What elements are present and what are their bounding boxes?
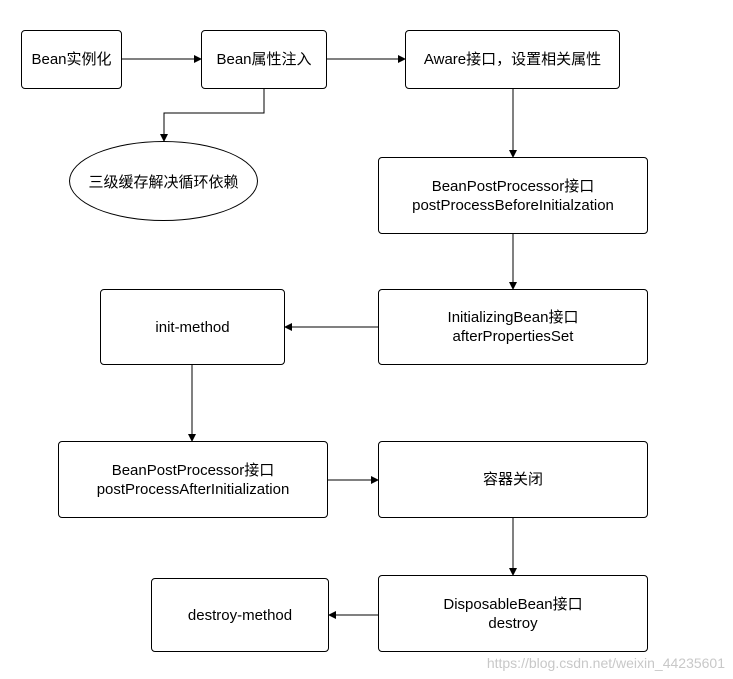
node-bpp-after: BeanPostProcessor接口 postProcessAfterInit… [58, 441, 328, 518]
node-label: init-method [155, 318, 230, 336]
node-destroy-method: destroy-method [151, 578, 329, 652]
node-label-line2: afterPropertiesSet [452, 328, 574, 345]
node-container-close: 容器关闭 [378, 441, 648, 518]
node-label-line1: InitializingBean接口 [447, 309, 579, 326]
node-bean-property-inject: Bean属性注入 [201, 30, 327, 89]
arrow-inject-to-cache [160, 89, 265, 142]
node-initializing-bean: InitializingBean接口 afterPropertiesSet [378, 289, 648, 365]
node-label-line1: BeanPostProcessor接口 [111, 461, 275, 479]
node-label: 三级缓存解决循环依赖 [88, 173, 239, 191]
node-disposable-bean: DisposableBean接口 destroy [378, 575, 648, 652]
node-label-line2: postProcessBeforeInitialzation [412, 196, 614, 214]
node-aware: Aware接口，设置相关属性 [405, 30, 620, 89]
node-label: 容器关闭 [482, 471, 543, 488]
node-init-method: init-method [100, 289, 285, 365]
node-label: Bean实例化 [31, 51, 112, 68]
node-label-line1: DisposableBean接口 [443, 595, 583, 613]
node-three-level-cache: 三级缓存解决循环依赖 [69, 141, 258, 221]
node-label: destroy-method [187, 606, 293, 624]
node-label: Bean属性注入 [216, 51, 312, 68]
node-label: Aware接口，设置相关属性 [423, 51, 602, 68]
node-label-line2: postProcessAfterInitialization [96, 480, 290, 498]
node-bean-instantiate: Bean实例化 [21, 30, 122, 89]
node-bpp-before: BeanPostProcessor接口 postProcessBeforeIni… [378, 157, 648, 234]
node-label-line1: BeanPostProcessor接口 [431, 177, 595, 195]
node-label-line2: destroy [488, 614, 538, 632]
watermark: https://blog.csdn.net/weixin_44235601 [486, 655, 725, 671]
